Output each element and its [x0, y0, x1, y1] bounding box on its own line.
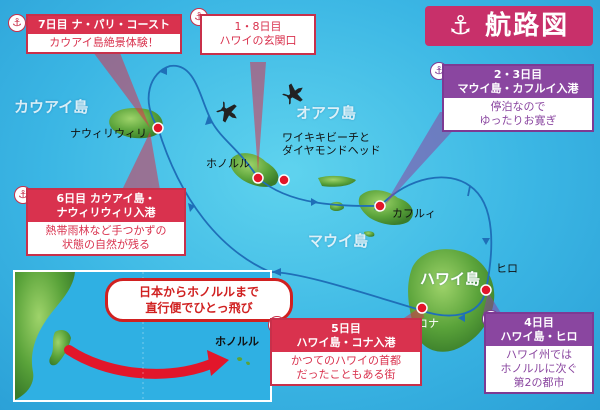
flight-callout: 日本からホノルルまで 直行便でひとっ飛び	[105, 278, 293, 323]
ship-route	[147, 65, 493, 317]
stop-body-day23: 停泊なので ゆったりお寛ぎ	[479, 99, 557, 127]
map-title-text: 航路図	[485, 11, 570, 41]
stop-body-day4: ハワイ州では ホノルルに次ぐ 第2の都市	[500, 347, 578, 390]
oahu-island	[230, 153, 279, 187]
stop-box-day5: 5日目 ハワイ島・コナ入港 かつてのハワイの首都 だったこともある街	[270, 318, 422, 387]
kahoolawe-island	[364, 231, 375, 237]
place-label-kahului: カフルィ	[392, 207, 436, 220]
kauai-island	[109, 107, 163, 139]
stop-body-day6: 熱帯雨林など手つかずの 状態の自然が残る	[45, 223, 167, 251]
stop-box-day6: 6日目 カウアイ島・ ナウィリウィリ入港 熱帯雨林など手つかずの 状態の自然が残…	[26, 188, 186, 257]
stop-header-day5: 5日目 ハワイ島・コナ入港	[272, 320, 420, 352]
inset-asia-landmass	[15, 272, 75, 400]
stop-header-day4: 4日目 ハワイ島・ヒロ	[486, 314, 592, 346]
anchor-icon: ⚓	[8, 14, 26, 32]
pointer-day23	[384, 112, 470, 206]
inset-drawing	[15, 272, 250, 400]
lanai-island	[330, 201, 344, 211]
place-label-waikiki: ワイキキビーチと ダイヤモンドヘッド	[282, 131, 381, 157]
map-title: ⚓ 航路図	[425, 6, 593, 46]
molokai-island	[318, 175, 356, 187]
island-label-kauai: カウアイ島	[14, 98, 89, 116]
airplane-icon	[282, 83, 303, 105]
stop-header-day7: 7日目 ナ・パリ・コースト	[28, 16, 180, 34]
airplane-icon	[216, 101, 237, 123]
place-label-honolulu: ホノルル	[206, 157, 250, 170]
stop-box-day23: 2・3日目 マウイ島・カフルイ入港 停泊なので ゆったりお寛ぎ	[442, 64, 594, 133]
inset-flight-arrow	[207, 350, 229, 376]
port-marker	[152, 122, 492, 314]
stop-header-day6: 6日目 カウアイ島・ ナウィリウィリ入港	[28, 190, 184, 222]
inset-hawaii-dots	[237, 357, 250, 366]
route-arrows	[160, 67, 490, 322]
stop-box-day18: 1・8日目 ハワイの玄関口	[200, 14, 316, 55]
stop-body-day5: かつてのハワイの首都 だったこともある街	[291, 353, 401, 381]
place-label-hilo: ヒロ	[496, 262, 518, 275]
stop-header-day23: 2・3日目 マウイ島・カフルイ入港	[444, 66, 592, 98]
inset-japan	[49, 330, 71, 366]
place-label-nawiliwili: ナウィリウィリ	[70, 127, 147, 140]
island-label-maui: マウイ島	[308, 232, 369, 250]
pointer-day7	[90, 48, 150, 128]
stop-header-day18: 1・8日目 ハワイの玄関口	[219, 20, 297, 48]
pointer-day6	[122, 132, 160, 190]
stop-body-day7: カウアイ島絶景体験！	[49, 35, 159, 49]
place-label-kona: コナ	[417, 317, 439, 330]
stop-box-day7: 7日目 ナ・パリ・コースト カウアイ島絶景体験！	[26, 14, 182, 55]
inset-flight-path	[64, 345, 216, 379]
stop-box-day4: 4日目 ハワイ島・ヒロ ハワイ州では ホノルルに次ぐ 第2の都市	[484, 312, 594, 395]
island-label-hawaii: ハワイ島	[420, 270, 481, 288]
island-label-oahu: オアフ島	[296, 104, 357, 122]
pointer-day18	[250, 62, 266, 172]
inset-label-honolulu: ホノルル	[215, 335, 259, 348]
maui-island	[358, 190, 413, 225]
hawaii-island	[408, 249, 495, 352]
